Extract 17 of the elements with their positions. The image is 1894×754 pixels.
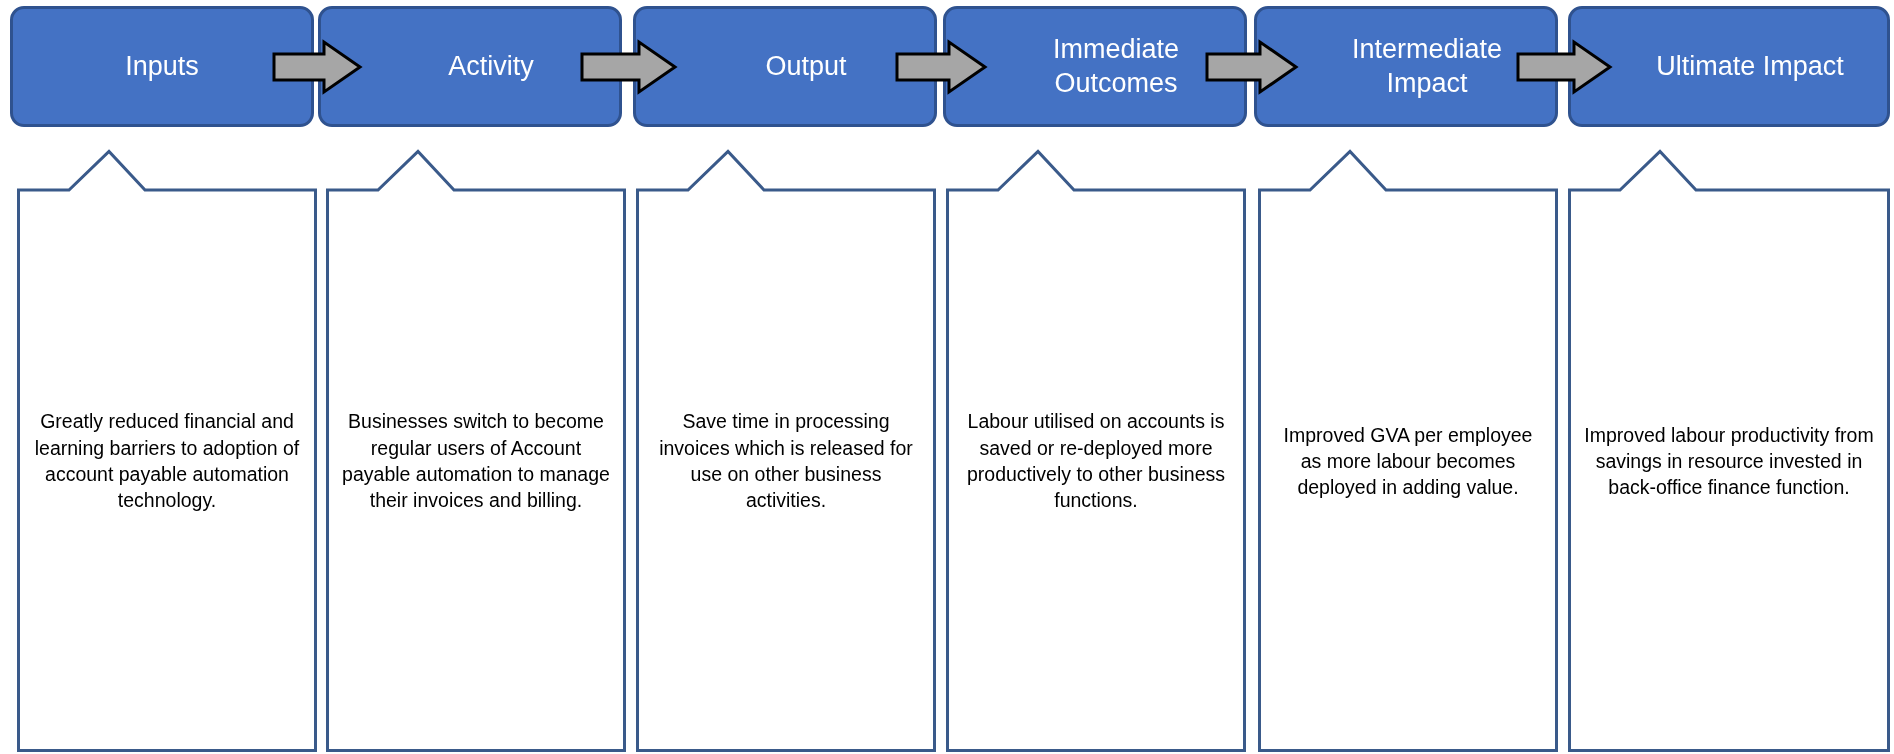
stage-box: Activity: [318, 6, 622, 127]
block-arrow: [1516, 39, 1613, 95]
callout-text: Greatly reduced financial and learning barriers to adoption of account payable automation technology.: [33, 409, 301, 514]
callout-text: Improved labour productivity from savings in resource invested in back-office finance function.: [1584, 422, 1874, 501]
stage-box: Output: [633, 6, 937, 127]
block-arrow: [272, 39, 363, 95]
callout-text: Improved GVA per employee as more labour becomes deployed in adding value.: [1282, 422, 1534, 501]
stage-box: Ultimate Impact: [1568, 6, 1890, 127]
stage-box: Inputs: [10, 6, 314, 127]
block-arrow: [1205, 39, 1299, 95]
callout-text: Save time in processing invoices which is released for use on other business activities.: [658, 409, 914, 514]
block-arrow: [580, 39, 678, 95]
stage-box: Intermediate Impact: [1254, 6, 1558, 127]
stage-box: Immediate Outcomes: [943, 6, 1247, 127]
callout-text: Labour utilised on accounts is saved or re-deployed more productively to other business functions.: [966, 409, 1226, 514]
callout-text: Businesses switch to become regular users of Account payable automation to manage their invoices and billing.: [342, 409, 610, 514]
block-arrow: [895, 39, 988, 95]
